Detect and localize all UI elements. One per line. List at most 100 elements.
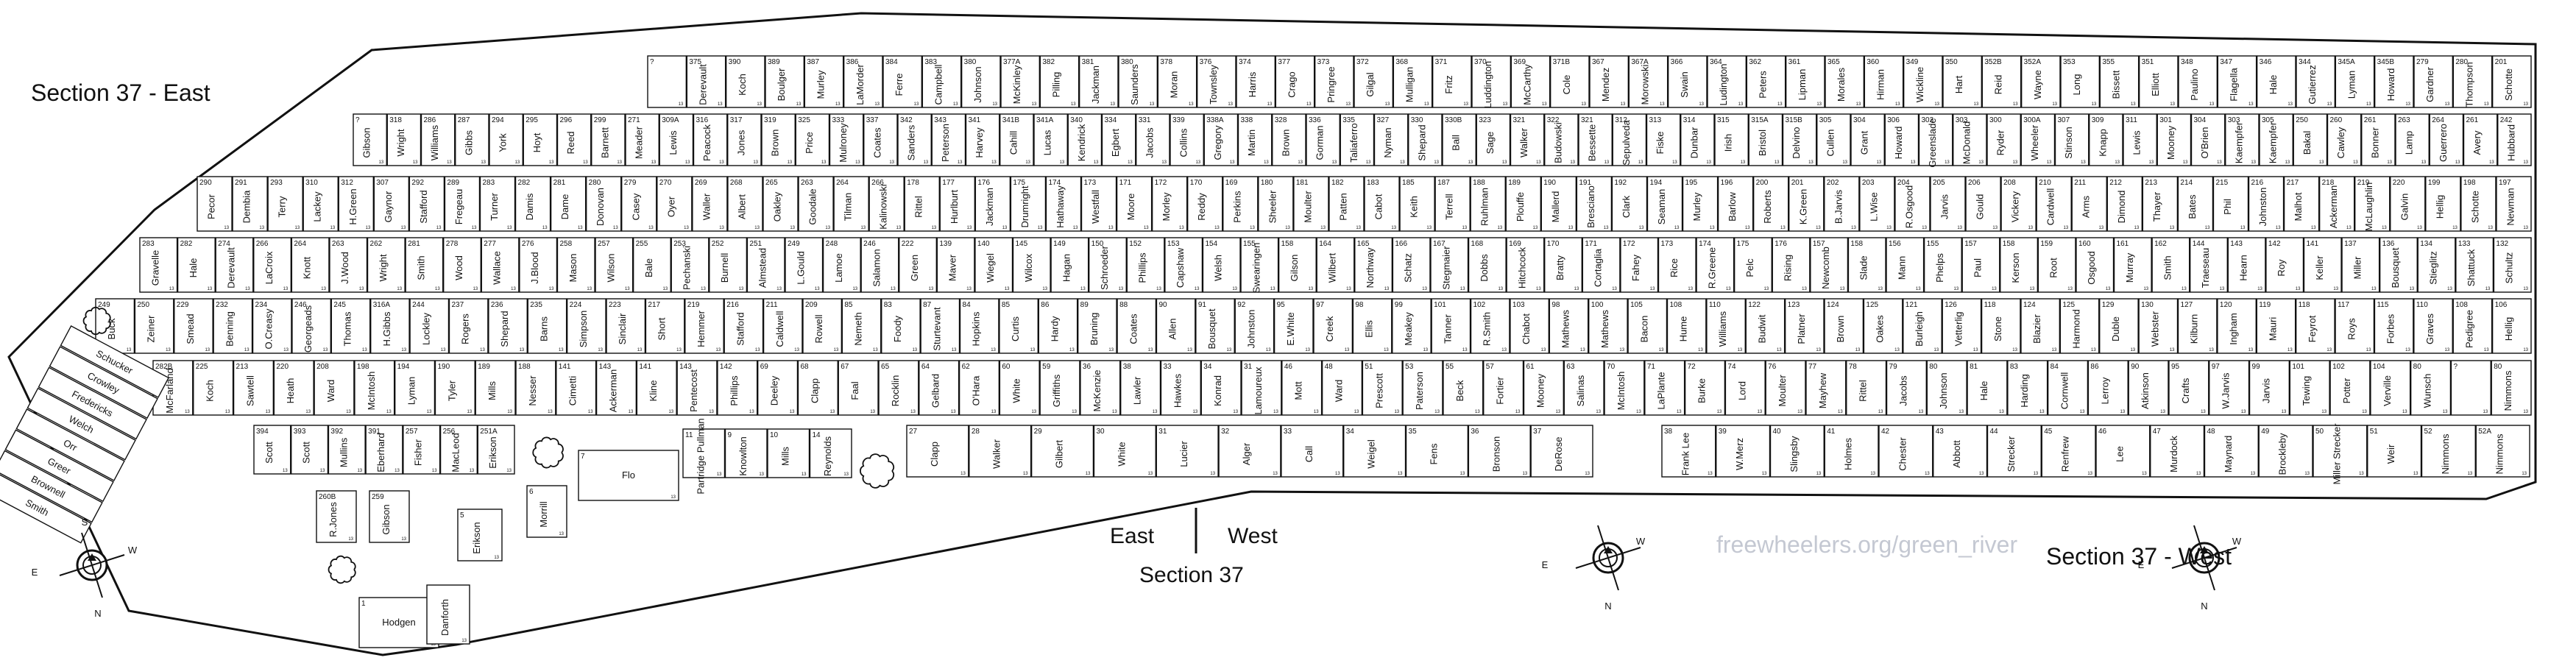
plot-greer[interactable]: Greer [4, 429, 114, 503]
